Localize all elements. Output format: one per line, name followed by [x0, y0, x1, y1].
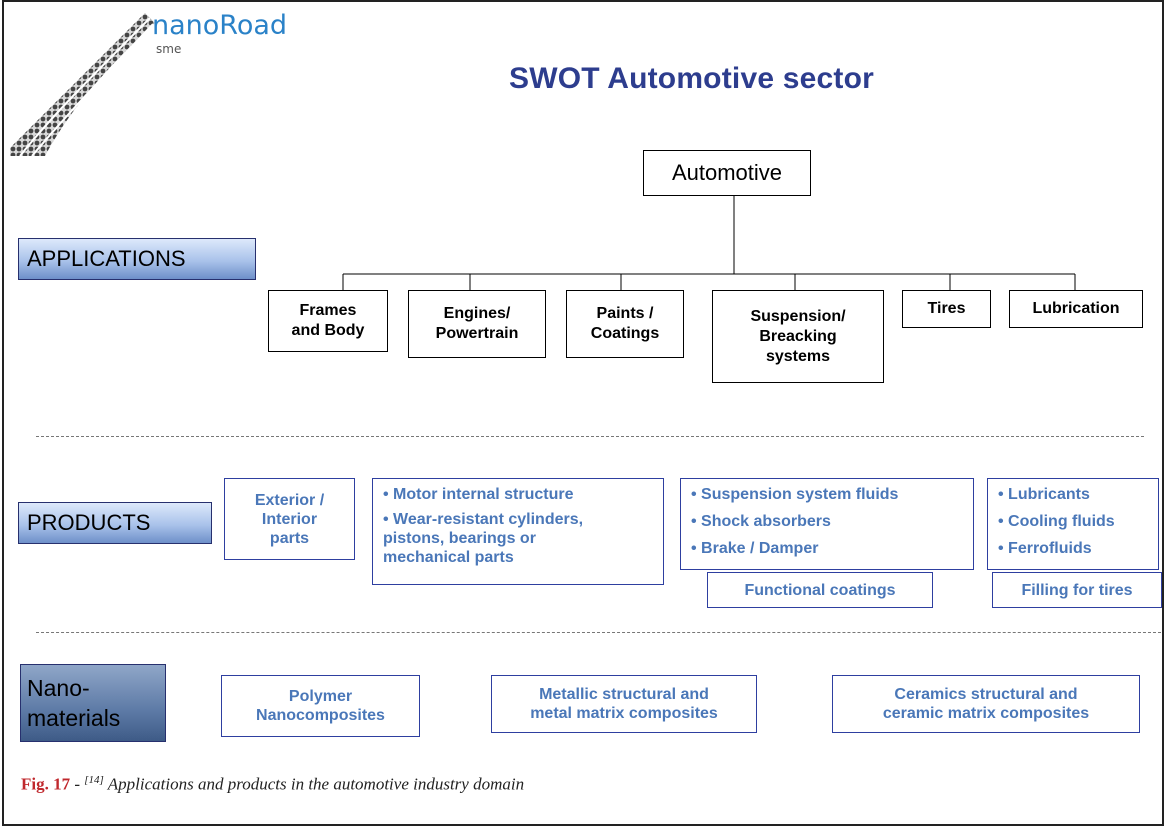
product-filling-tires: Filling for tires	[992, 572, 1162, 608]
product-functional-coatings: Functional coatings	[707, 572, 933, 608]
product-lubrication-list: • Lubricants • Cooling fluids • Ferroflu…	[987, 478, 1159, 570]
section-nanomaterials: Nano- materials	[20, 664, 174, 750]
section-products-label: PRODUCTS	[27, 510, 151, 535]
logo-name: nanoRoad	[152, 10, 288, 41]
section-nanomaterials-line2: materials	[27, 705, 121, 731]
product-lubrication-item: • Lubricants	[998, 486, 1090, 503]
root-automotive: Automotive	[643, 150, 811, 196]
logo-subtitle: sme	[156, 42, 182, 56]
caption-text: Applications and products in the automot…	[103, 774, 525, 794]
product-suspension-list: • Suspension system fluids • Shock absor…	[680, 478, 974, 570]
product-lubrication-item: • Cooling fluids	[998, 513, 1115, 530]
caption-separator: -	[70, 774, 85, 794]
section-nanomaterials-line1: Nano-	[27, 675, 90, 701]
app-engines-powertrain: Engines/ Powertrain	[408, 290, 546, 358]
product-exterior-interior: Exterior / Interior parts	[224, 478, 355, 560]
product-suspension-item: • Shock absorbers	[691, 513, 831, 530]
nano-ceramics: Ceramics structural and ceramic matrix c…	[832, 675, 1140, 733]
product-suspension-item: • Suspension system fluids	[691, 486, 899, 503]
figure-caption: Fig. 17 - [14] Applications and products…	[21, 774, 524, 795]
section-applications: APPLICATIONS	[18, 238, 264, 288]
separator-bottom	[36, 632, 1161, 633]
page-title: SWOT Automotive sector	[509, 62, 874, 95]
separator-top	[36, 436, 1144, 437]
tree-connectors	[342, 196, 1076, 290]
app-paints-coatings: Paints / Coatings	[566, 290, 684, 358]
product-suspension-item: • Brake / Damper	[691, 540, 819, 557]
product-engine-item: • Wear-resistant cylinders, pistons, bea…	[383, 511, 584, 566]
nano-metallic: Metallic structural and metal matrix com…	[491, 675, 757, 733]
nano-polymer: Polymer Nanocomposites	[221, 675, 420, 737]
caption-fig-number: Fig. 17	[21, 774, 71, 794]
product-lubrication-item: • Ferrofluids	[998, 540, 1092, 557]
section-applications-label: APPLICATIONS	[27, 246, 186, 271]
section-products: PRODUCTS	[18, 502, 220, 552]
nanoroad-logo	[10, 13, 155, 157]
app-lubrication: Lubrication	[1009, 290, 1143, 328]
product-engine-list: • Motor internal structure • Wear-resist…	[372, 478, 664, 585]
app-tires: Tires	[902, 290, 991, 328]
product-engine-item: • Motor internal structure	[383, 486, 574, 503]
app-frames-body: Frames and Body	[268, 290, 388, 352]
caption-reference: [14]	[84, 774, 104, 786]
app-suspension-breacking: Suspension/ Breacking systems	[712, 290, 884, 383]
